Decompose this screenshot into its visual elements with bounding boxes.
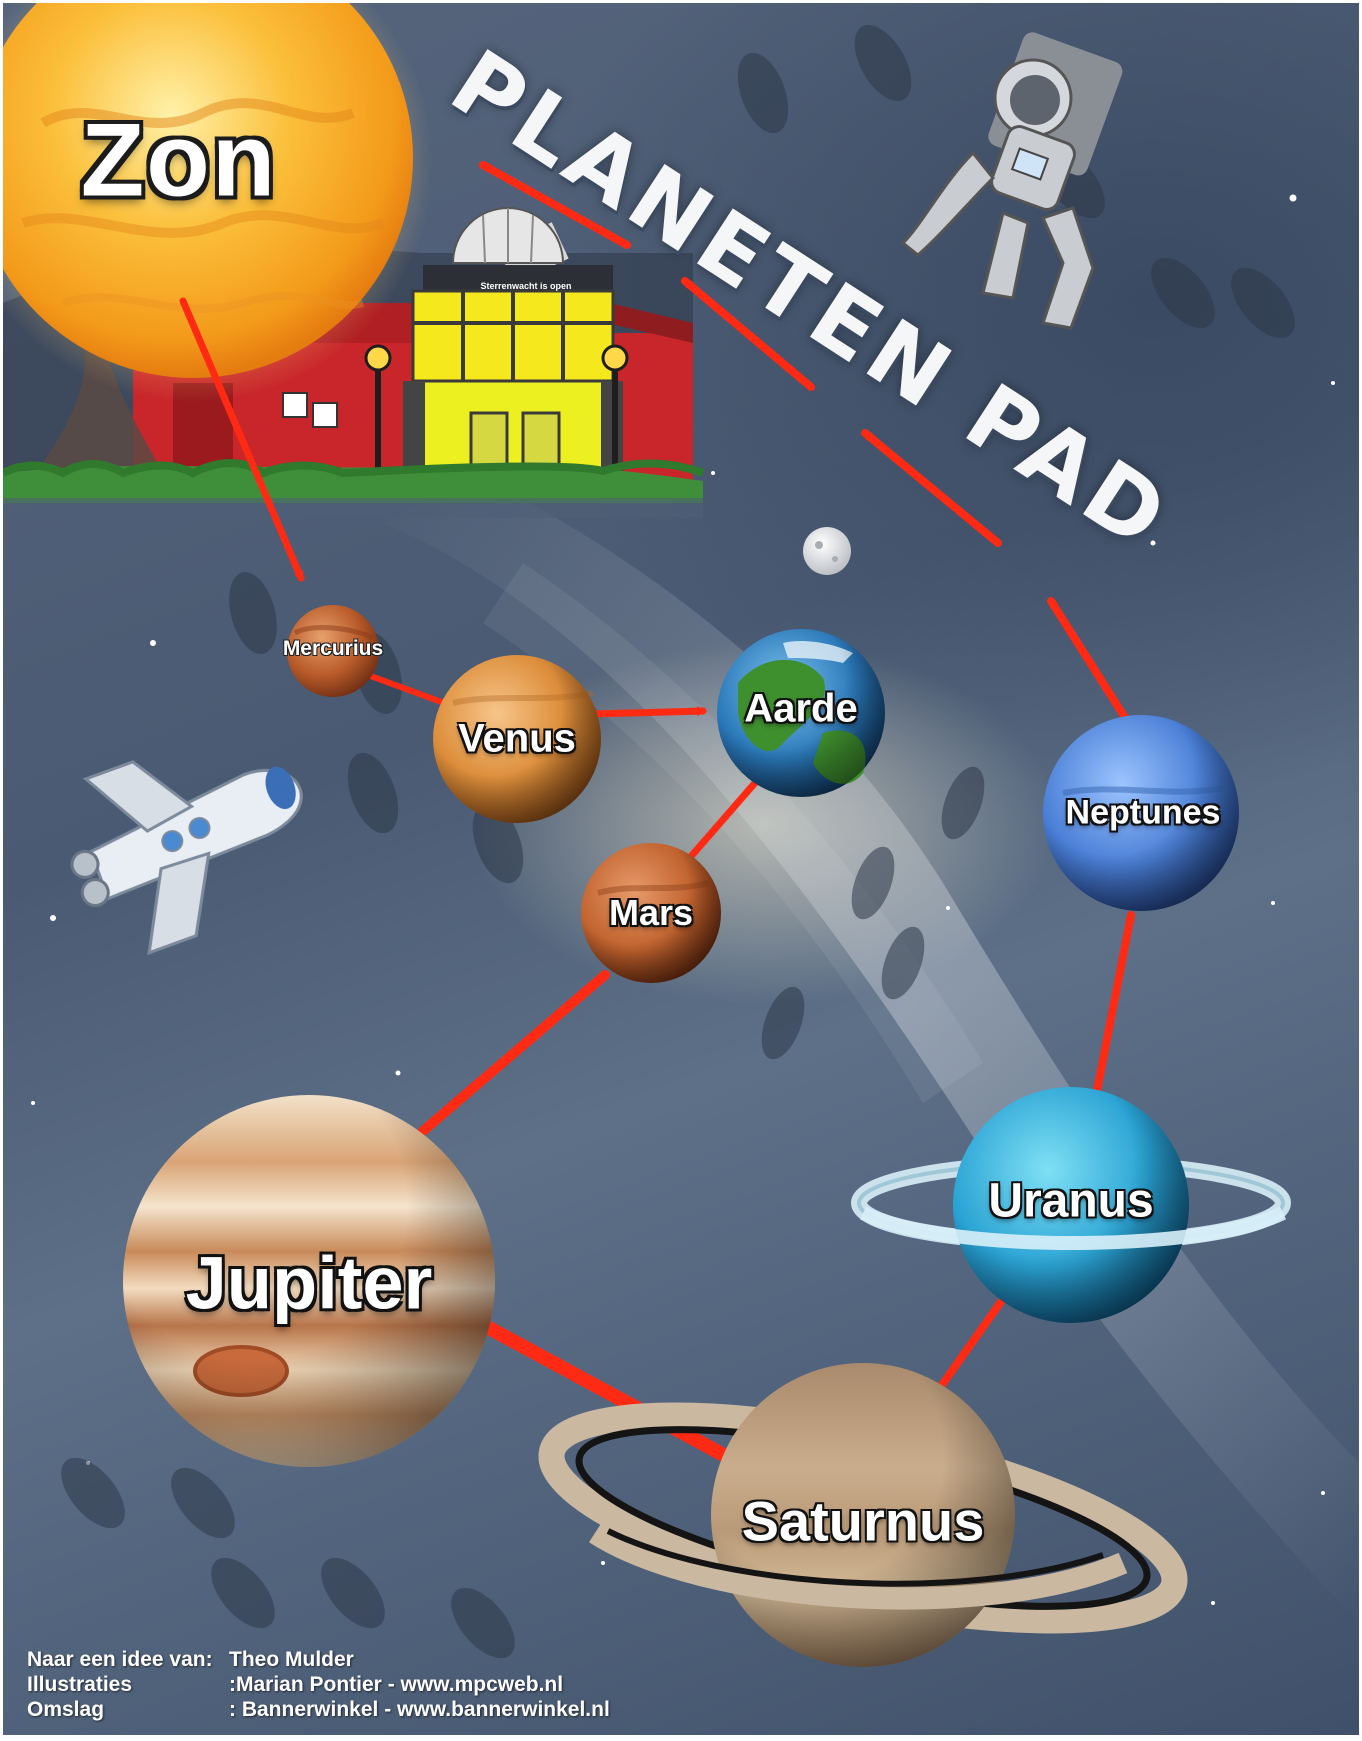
credit-key: Illustraties — [27, 1673, 133, 1696]
saturnus-planet — [538, 1363, 1188, 1667]
jupiter-planet — [123, 1095, 495, 1467]
footprints — [61, 25, 1295, 1659]
aarde-planet — [717, 629, 885, 797]
credit-key: Naar een idee van: — [27, 1648, 213, 1671]
scene-ground-fade — [3, 498, 703, 518]
credit-value: :Marian Pontier - www.mpcweb.nl — [229, 1673, 564, 1696]
credits-row: Omslag : Bannerwinkel - www.bannerwinkel… — [27, 1697, 610, 1722]
arrow-mars-jupiter — [418, 970, 610, 1136]
sun — [3, 3, 433, 403]
planet-path-poster: PLANETEN PAD Sterrenwacht is open Zon Me… — [3, 3, 1359, 1735]
milky-way-band — [383, 473, 1359, 1623]
arrow-path4-to-zon — [479, 161, 631, 249]
arrow-jupiter-saturnus — [458, 1308, 738, 1466]
uranus-planet — [851, 1087, 1291, 1323]
poster-illustration — [3, 3, 1359, 1667]
arrow-uranus-neptunes — [1091, 911, 1135, 1105]
credit-key: Omslag — [27, 1698, 105, 1721]
neptunes-planet — [1043, 715, 1239, 911]
credit-value: : Bannerwinkel - www.bannerwinkel.nl — [229, 1698, 610, 1721]
credits-row: Illustraties :Marian Pontier - www.mpcwe… — [27, 1672, 610, 1697]
observatory-sign: Sterrenwacht is open — [480, 281, 572, 291]
mercurius-planet — [287, 605, 379, 697]
credits-row: Naar een idee van: Theo Mulder — [27, 1647, 610, 1672]
arrow-mercurius-venus — [354, 668, 459, 710]
mars-planet — [581, 843, 721, 983]
astronaut — [900, 32, 1123, 330]
moon — [803, 527, 851, 575]
arrow-path3 — [681, 277, 815, 391]
credit-value: Theo Mulder — [229, 1648, 354, 1671]
venus-planet — [433, 655, 601, 823]
arrow-path2 — [861, 429, 1002, 547]
arrow-zon-mercurius — [179, 297, 305, 582]
spaceship — [70, 760, 303, 956]
credits: Naar een idee van: Theo Mulder Illustrat… — [27, 1647, 610, 1722]
